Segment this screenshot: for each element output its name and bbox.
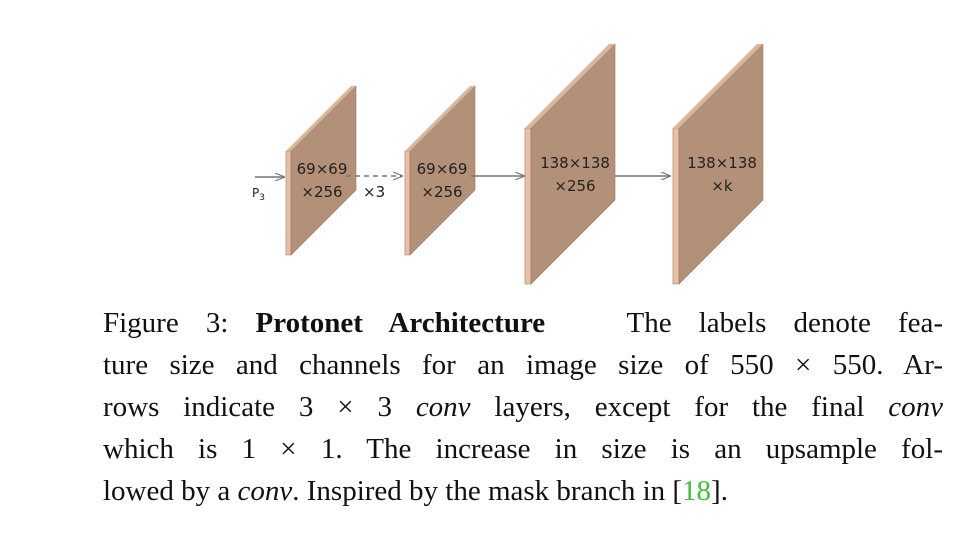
layer-3-size-label: 138×138 [540,154,610,172]
caption-line-5: lowed by a conv. Inspired by the mask br… [103,475,728,507]
repeat-label: ×3 [363,183,385,201]
layer-1-size-label: 69×69 [297,160,348,178]
layer-4: 138×138 ×k [672,43,764,285]
layer-1: 69×69 ×256 [285,85,357,256]
layer-1-channels-label: ×256 [301,183,342,201]
layer-2-channels-label: ×256 [421,183,462,201]
layer-2: 69×69 ×256 [404,85,476,256]
input-label: P3 [252,186,265,203]
layer-3: 138×138 ×256 [524,43,616,285]
caption-title: Protonet Architecture [255,307,546,339]
layer-2-size-label: 69×69 [417,160,468,178]
layer-4-size-label: 138×138 [687,154,757,172]
caption-line-2: ture size and channels for an image size… [103,349,943,381]
caption-line-4: which is 1 × 1. The increase in size is … [103,433,943,465]
caption-line-1: Figure 3: Protonet Architecture The labe… [103,307,943,339]
layer-4-channels-label: ×k [711,177,733,195]
layer-3-channels-label: ×256 [554,177,595,195]
protonet-diagram: P3 69×69 ×256 ×3 69×69 ×256 138×138 ×256 [252,43,764,285]
figure-caption: Figure 3: Protonet Architecture The labe… [103,302,943,512]
citation-link[interactable]: 18 [682,475,712,507]
caption-line-3: rows indicate 3 × 3 conv layers, except … [103,391,943,423]
